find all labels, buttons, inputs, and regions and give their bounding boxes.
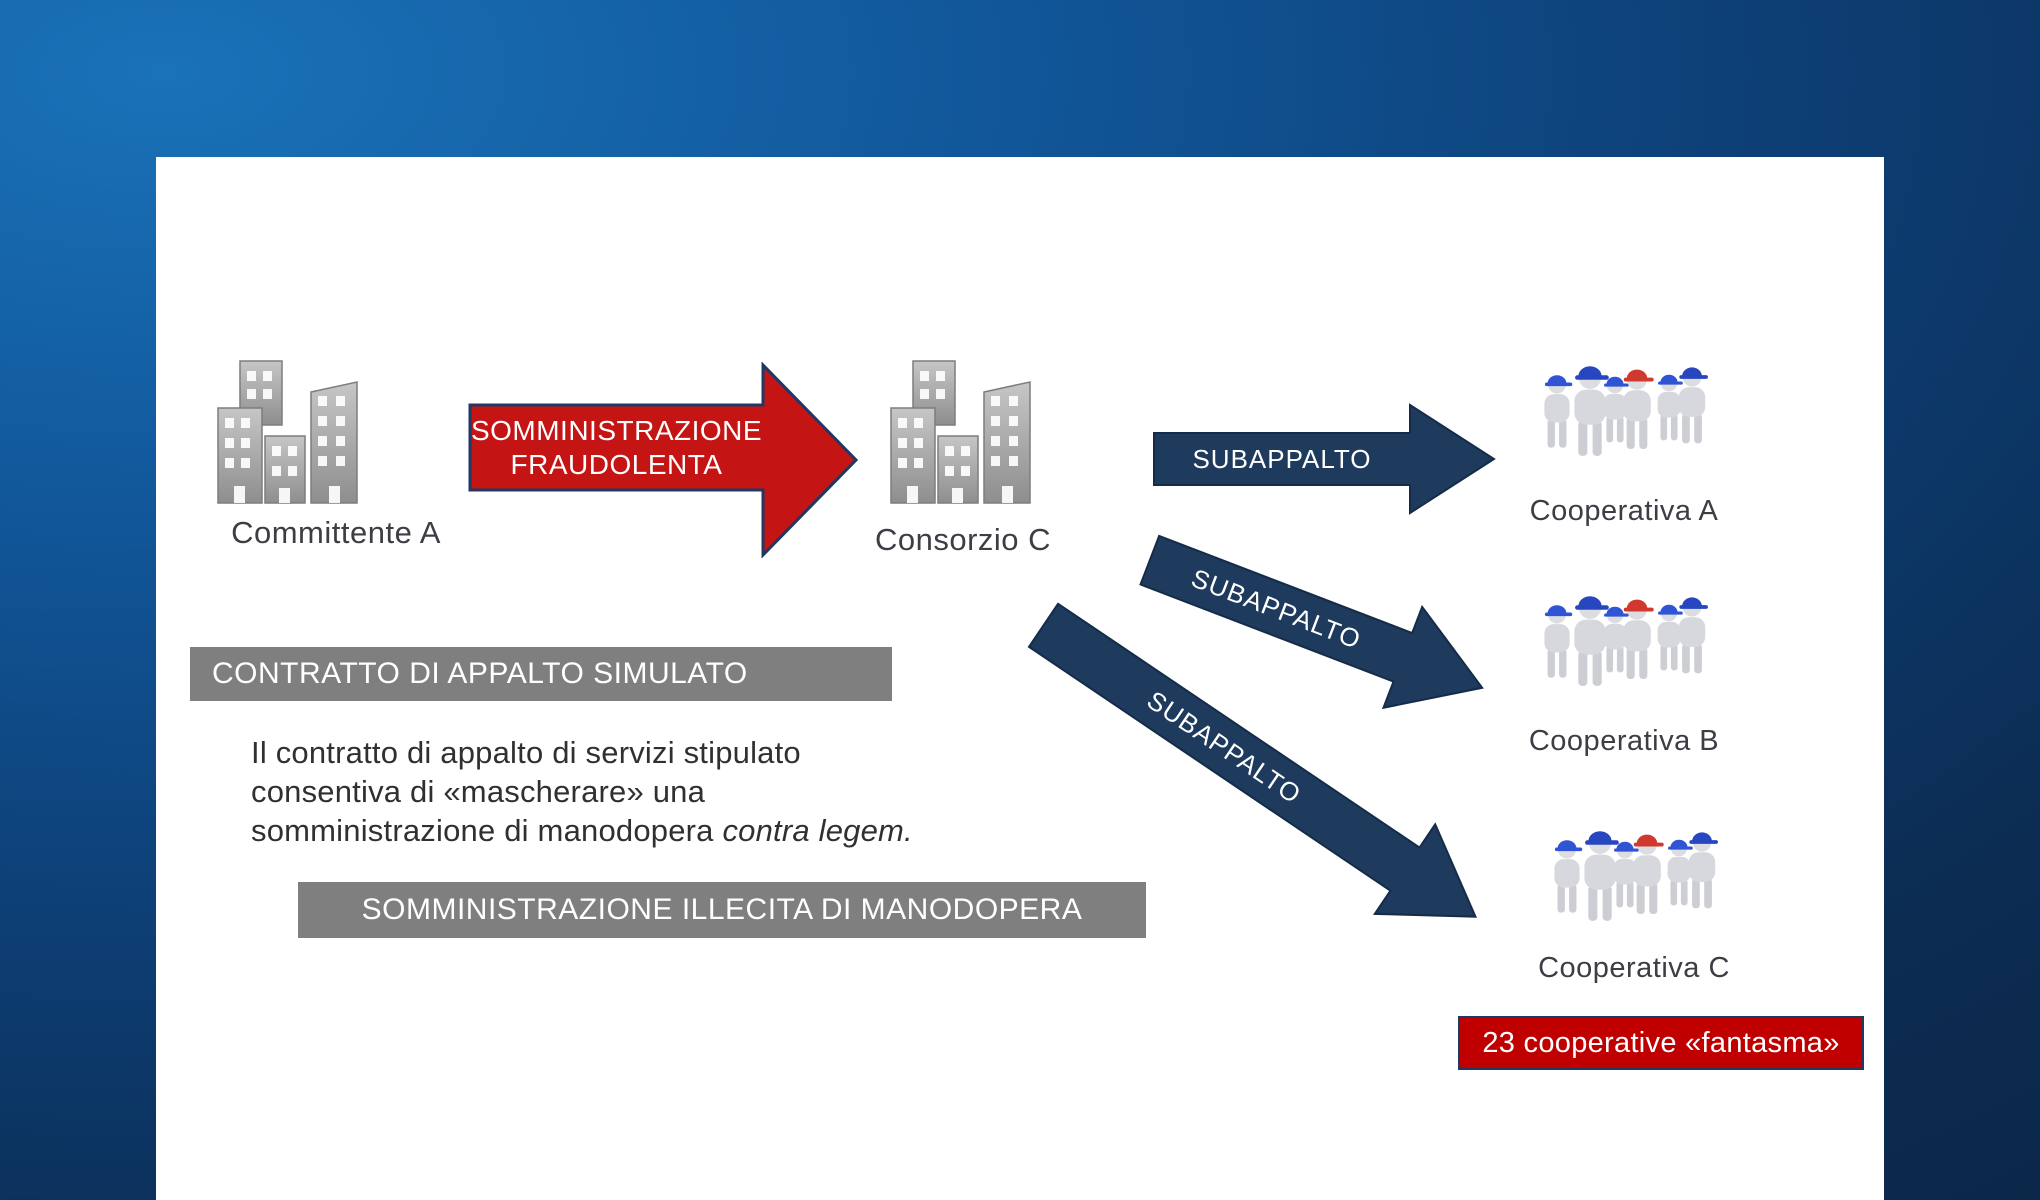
fraud-arrow-shape <box>468 362 858 558</box>
subappalto-arrow-2-shape <box>1139 534 1484 710</box>
paragraph-line1: Il contratto di appalto di servizi stipu… <box>251 735 801 770</box>
contratto-simulato-box: CONTRATTO DI APPALTO SIMULATO <box>190 647 892 701</box>
fraud-arrow: SOMMINISTRAZIONE FRAUDOLENTA <box>468 362 858 558</box>
subappalto-arrow-1: SUBAPPALTO <box>1152 402 1497 516</box>
fraud-arrow-line2: FRAUDOLENTA <box>510 448 723 480</box>
slide-canvas: Committente A SOMMINISTRAZIONE FRAUDOLEN… <box>156 157 1884 1200</box>
committente-label: Committente A <box>231 515 441 550</box>
explanation-paragraph: Il contratto di appalto di servizi stipu… <box>251 733 1071 850</box>
workers-group-b-icon <box>1544 596 1708 686</box>
subappalto-arrow-1-shape <box>1153 403 1496 515</box>
subappalto-arrow-3: SUBAPPALTO <box>1010 577 1509 965</box>
committente-buildings-icon <box>217 360 358 504</box>
fraud-arrow-line1: SOMMINISTRAZIONE <box>470 414 763 446</box>
subappalto-arrow-1-label: SUBAPPALTO <box>1192 443 1372 474</box>
subappalto-arrow-3-shape <box>1027 602 1478 918</box>
workers-group-a-icon <box>1544 366 1708 456</box>
cooperativa-c-label: Cooperativa C <box>1538 952 1730 984</box>
somministrazione-illecita-box: SOMMINISTRAZIONE ILLECITA DI MANODOPERA <box>298 882 1146 938</box>
cooperativa-b-label: Cooperativa B <box>1528 725 1720 757</box>
cooperative-fantasma-badge: 23 cooperative «fantasma» <box>1458 1016 1864 1070</box>
consorzio-buildings-icon <box>890 360 1031 504</box>
fraud-arrow-label: SOMMINISTRAZIONE FRAUDOLENTA <box>470 405 763 490</box>
paragraph-line3-italic: contra legem. <box>722 813 913 848</box>
consorzio-label: Consorzio C <box>874 522 1052 557</box>
subappalto-arrow-2: SUBAPPALTO <box>1128 506 1505 741</box>
cooperativa-a-label: Cooperativa A <box>1529 495 1719 527</box>
workers-group-c-icon <box>1554 831 1718 921</box>
paragraph-line3: somministrazione di manodopera contra le… <box>251 813 913 848</box>
paragraph-line2: consentiva di «mascherare» una <box>251 774 706 809</box>
